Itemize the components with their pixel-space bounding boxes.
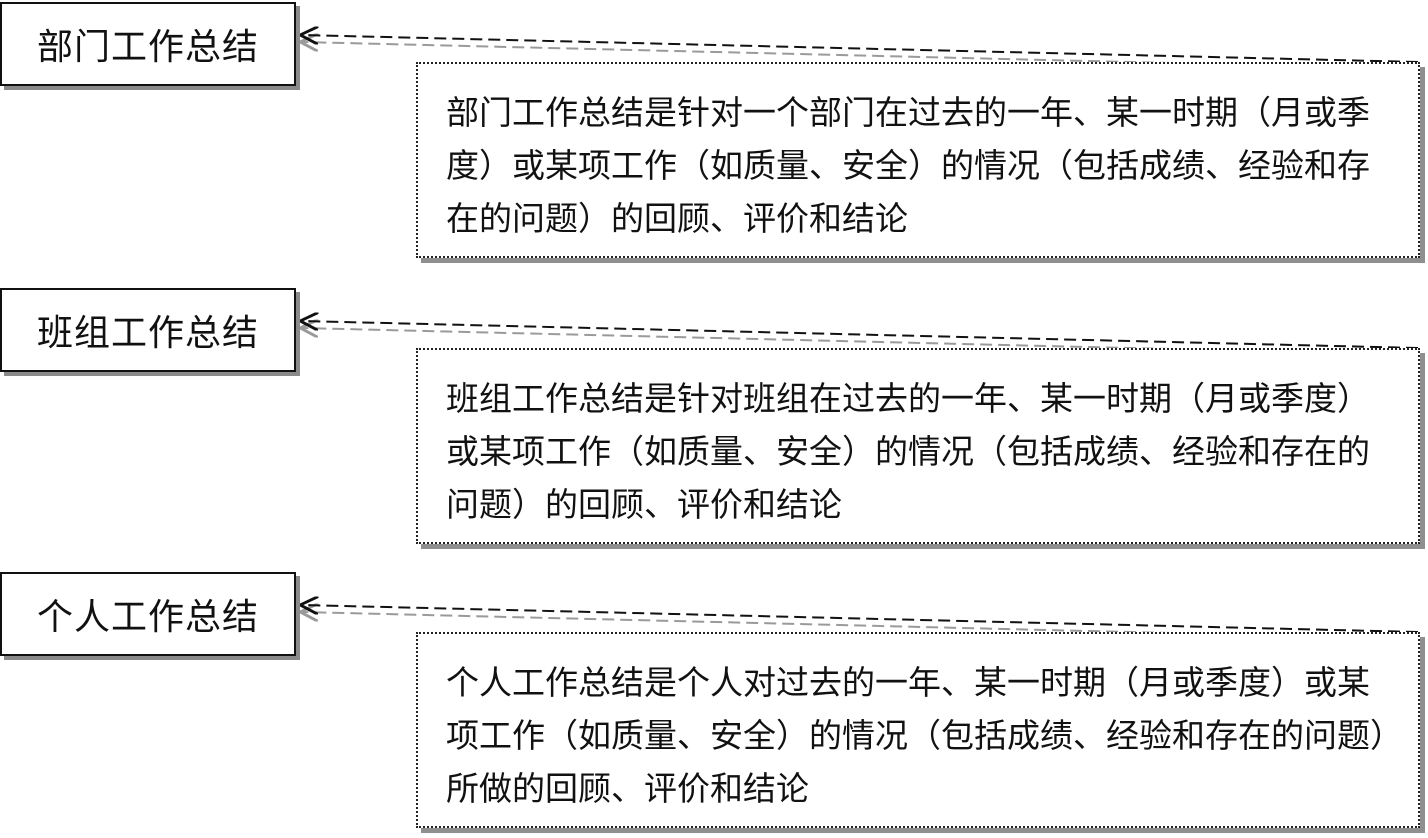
department-summary-description: 部门工作总结是针对一个部门在过去的一年、某一时期（月或季度）或某项工作（如质量、…: [446, 93, 1370, 238]
team-summary-box: 班组工作总结: [0, 288, 296, 372]
department-summary-box: 部门工作总结: [0, 2, 296, 86]
personal-summary-description: 个人工作总结是个人对过去的一年、某一时期（月或季度）或某项工作（如质量、安全）的…: [446, 663, 1387, 808]
personal-summary-label: 个人工作总结: [36, 597, 259, 638]
team-summary-description: 班组工作总结是针对班组在过去的一年、某一时期（月或季度）或某项工作（如质量、安全…: [446, 379, 1370, 524]
department-summary-description-box: 部门工作总结是针对一个部门在过去的一年、某一时期（月或季度）或某项工作（如质量、…: [416, 62, 1420, 258]
personal-summary-description-box: 个人工作总结是个人对过去的一年、某一时期（月或季度）或某项工作（如质量、安全）的…: [416, 632, 1420, 828]
team-summary-label: 班组工作总结: [36, 313, 259, 354]
personal-summary-box: 个人工作总结: [0, 572, 296, 656]
department-summary-label: 部门工作总结: [36, 27, 259, 68]
team-summary-description-box: 班组工作总结是针对班组在过去的一年、某一时期（月或季度）或某项工作（如质量、安全…: [416, 348, 1420, 544]
